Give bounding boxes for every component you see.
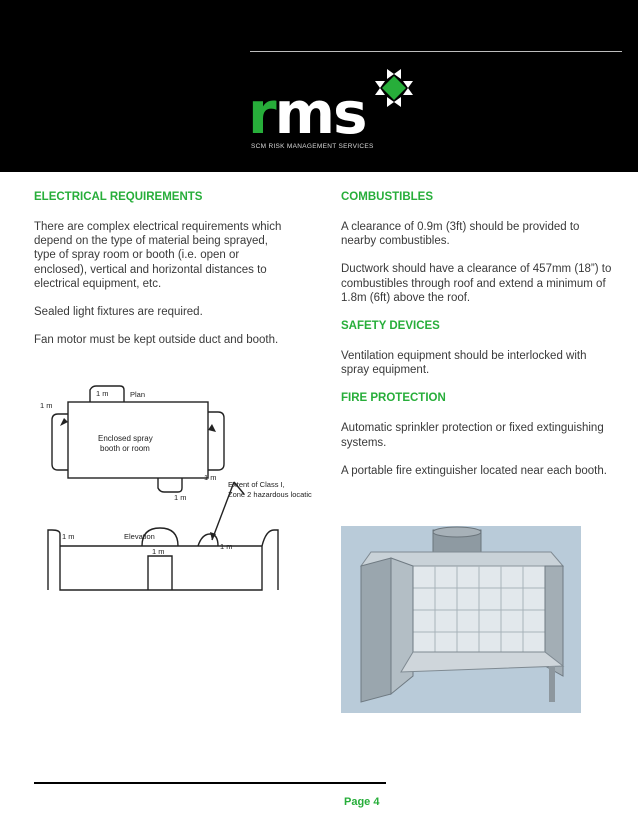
page-number: Page 4 xyxy=(344,796,380,808)
spray-booth-clearance-diagram: 1 m Plan 1 m Enclosed spray booth or roo… xyxy=(40,385,312,591)
logo-letters-ms: ms xyxy=(274,79,368,147)
paragraph: Sealed light fixtures are required. xyxy=(34,306,203,319)
dim-label: 1 m xyxy=(204,473,217,482)
paragraph: Automatic sprinkler protection or fixed … xyxy=(341,422,604,449)
header-rule xyxy=(250,51,622,52)
paragraph: A clearance of 0.9m (3ft) should be prov… xyxy=(341,221,580,248)
plan-label: Plan xyxy=(130,390,145,399)
dim-label: 1 m xyxy=(96,389,109,398)
left-column: ELECTRICAL REQUIREMENTS There are comple… xyxy=(34,190,292,361)
heading-safety-devices: SAFETY DEVICES xyxy=(341,320,440,333)
dim-label: 1 m xyxy=(152,547,165,556)
spray-booth-photo xyxy=(341,526,581,713)
star-logo-icon xyxy=(375,69,413,107)
logo-tagline: SCM RISK MANAGEMENT SERVICES xyxy=(251,143,374,150)
elevation-label: Elevation xyxy=(124,532,155,541)
dim-label: 1 m xyxy=(40,401,53,410)
paragraph: A portable fire extinguisher located nea… xyxy=(341,464,607,477)
paragraph: Ventilation equipment should be interloc… xyxy=(341,350,587,377)
extent-label-line2: Zone 2 hazardous locatic xyxy=(228,490,312,499)
dim-label: 1 m xyxy=(174,493,187,502)
paragraph: Ductwork should have a clearance of 457m… xyxy=(341,263,612,304)
heading-fire-protection: FIRE PROTECTION xyxy=(341,392,446,405)
extent-label-line1: Extent of Class I, xyxy=(228,480,285,489)
header-banner: rms SCM RISK MANAGEMENT SERVICES xyxy=(0,0,638,172)
logo-letter-r: r xyxy=(248,79,277,147)
right-column: COMBUSTIBLES A clearance of 0.9m (3ft) s… xyxy=(341,190,613,492)
heading-combustibles: COMBUSTIBLES xyxy=(341,191,433,203)
dim-label: 1 m xyxy=(220,542,233,551)
paragraph: Fan motor must be kept outside duct and … xyxy=(34,334,279,347)
rms-logo-wordmark: rms xyxy=(248,84,368,142)
booth-label-line1: Enclosed spray xyxy=(98,434,153,443)
booth-label-line2: booth or room xyxy=(100,444,150,453)
dim-label: 1 m xyxy=(62,532,75,541)
paragraph: There are complex electrical requirement… xyxy=(34,221,282,290)
footer-rule xyxy=(34,782,386,784)
heading-electrical: ELECTRICAL REQUIREMENTS xyxy=(34,191,203,203)
